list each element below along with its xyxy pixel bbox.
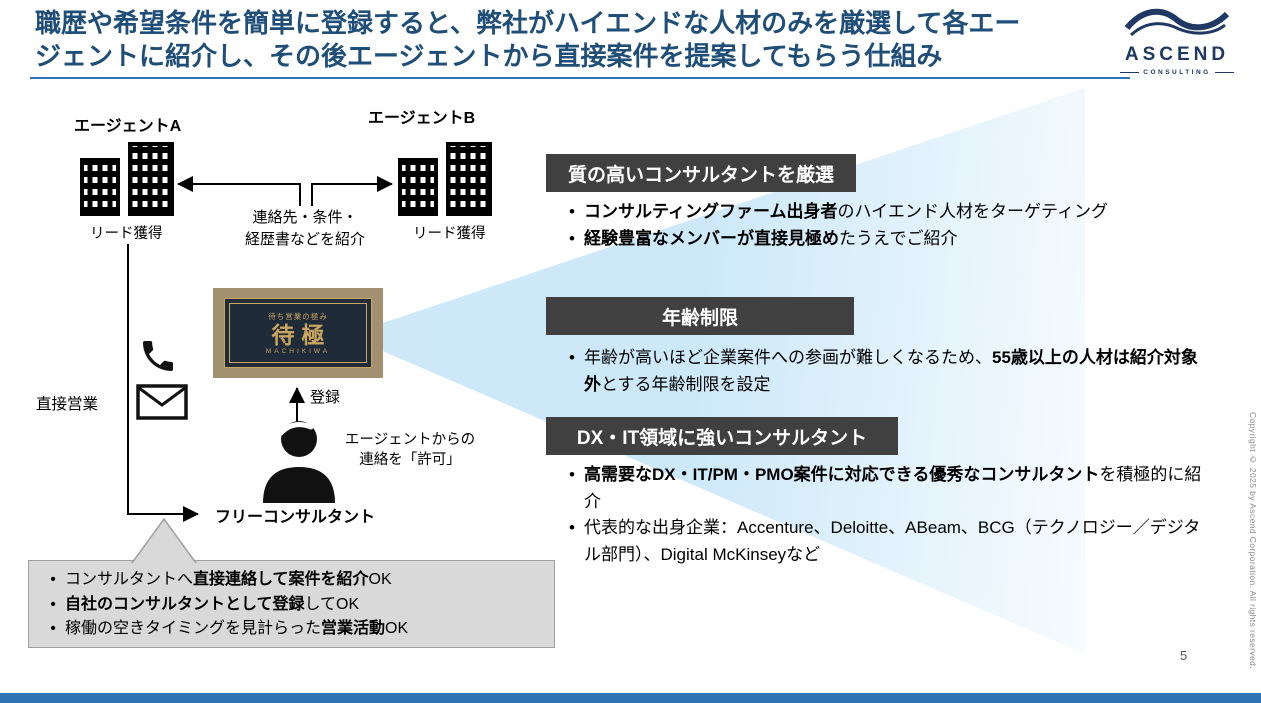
section-header-dx-it: DX・IT領域に強いコンサルタント [546, 417, 898, 455]
callout-text: コンサルタントへ直接連絡して案件を紹介OK [65, 568, 542, 593]
section-header-age-limit: 年齢制限 [546, 297, 854, 335]
text-run-bold: 直接連絡して案件を紹介 [193, 571, 369, 588]
callout-text: 稼働の空きタイミングを見計らった営業活動OK [65, 617, 542, 642]
bullet-marker: • [569, 228, 575, 248]
section-header-quality: 質の高いコンサルタントを厳選 [546, 154, 856, 192]
logo-tagline: CONSULTING [1143, 69, 1211, 76]
callout-item: • 自社のコンサルタントとして登録してOK [41, 593, 542, 618]
text-run: 稼働の空きタイミングを見計らった [65, 620, 322, 637]
bullet-marker: • [569, 202, 575, 221]
bullet-text: 代表的な出身企業：Accenture、Deloitte、ABeam、BCG（テク… [584, 515, 1210, 568]
bullet-text: コンサルティングファーム出身者のハイエンド人材をターゲティング [584, 199, 1208, 226]
bullet-marker: • [50, 571, 56, 588]
page-title-line1: 職歴や希望条件を簡単に登録すると、弊社がハイエンドな人材のみを厳選して各エー [35, 8, 1021, 38]
text-run-bold: 自社のコンサルタントとして登録 [65, 595, 305, 613]
agent-a-label: エージェントA [74, 118, 182, 135]
bottom-accent-bar [0, 693, 1261, 703]
lead-acquired-left-label: リード獲得 [90, 226, 163, 242]
lead-acquired-right-label: リード獲得 [413, 226, 486, 242]
envelope-icon [136, 384, 188, 420]
copyright-note: Copyright © 2025 by Ascend Corporation. … [1248, 411, 1258, 669]
building-a-icon [80, 142, 174, 216]
bullet-marker: • [50, 620, 56, 637]
text-run: のハイエンド人材をターゲティング [837, 202, 1108, 221]
bullet-text: 高需要なDX・IT/PM・PMO案件に対応できる優秀なコンサルタントを積極的に紹… [584, 462, 1210, 515]
callout-pointer [131, 517, 197, 564]
phone-icon [143, 341, 173, 371]
age-limit-bullet-list: • 年齢が高いほど企業案件への参画が難しくなるため、55歳以上の人材は紹介対象外… [560, 345, 1208, 398]
text-run-bold: コンサルティングファーム出身者 [584, 202, 838, 221]
intro-info-label: 連絡先・条件・ 経歴書などを紹介 [225, 207, 385, 251]
arrow-to-agent-a [177, 176, 301, 206]
register-label: 登録 [310, 389, 341, 406]
text-run: たうえでご紹介 [839, 228, 958, 248]
callout-box: • コンサルタントへ直接連絡して案件を紹介OK • 自社のコンサルタントとして登… [28, 560, 555, 648]
building-b-icon [398, 142, 492, 216]
text-run: OK [368, 571, 392, 588]
text-run: とする年齢制限を設定 [601, 374, 771, 394]
agent-b-label: エージェントB [368, 110, 476, 127]
text-run: コンサルタントへ [65, 571, 194, 588]
page-title-line2: ジェントに紹介し、その後エージェントから直接案件を提案してもらう仕組み [35, 41, 943, 71]
intro-info-line2: 経歴書などを紹介 [244, 231, 365, 248]
callout-item: • コンサルタントへ直接連絡して案件を紹介OK [41, 568, 542, 593]
bullet-item: • 代表的な出身企業：Accenture、Deloitte、ABeam、BCG（… [560, 515, 1210, 568]
machikiwa-tagline: 待ち営業の極み [268, 312, 328, 321]
arrow-to-agent-b [311, 176, 393, 206]
callout-item: • 稼働の空きタイミングを見計らった営業活動OK [41, 617, 542, 642]
freelancer-label: フリーコンサルタント [215, 509, 376, 526]
wave-icon [1124, 8, 1230, 37]
text-run-bold: 高需要なDX・IT/PM・PMO案件に対応できる優秀なコンサルタント [584, 465, 1100, 484]
agent-contact-permit-note: エージェントからの 連絡を「許可」 [330, 430, 490, 470]
machikiwa-brand: 待極 [271, 322, 332, 348]
callout-text: 自社のコンサルタントとして登録してOK [65, 593, 542, 618]
bullet-marker: • [569, 348, 575, 367]
bullet-item: • コンサルティングファーム出身者のハイエンド人材をターゲティング [560, 199, 1208, 226]
page-title: 職歴や希望条件を簡単に登録すると、弊社がハイエンドな人材のみを厳選して各エー ジ… [35, 7, 1120, 73]
dx-it-bullet-list: • 高需要なDX・IT/PM・PMO案件に対応できる優秀なコンサルタントを積極的… [560, 462, 1210, 568]
text-run: してOK [304, 595, 360, 613]
permit-line1: エージェントからの [344, 432, 476, 448]
bullet-text: 年齢が高いほど企業案件への参画が難しくなるため、55歳以上の人材は紹介対象外とす… [584, 345, 1208, 398]
logo-rule-right [1214, 72, 1234, 73]
consultant-person-icon [263, 421, 335, 503]
bullet-marker: • [569, 465, 575, 484]
text-run: 代表的な出身企業：Accenture、Deloitte、ABeam、BCG（テク… [584, 518, 1201, 564]
text-run: 年齢が高いほど企業案件への参画が難しくなるため、 [584, 348, 992, 367]
direct-sales-arrow [127, 244, 199, 522]
permit-line2: 連絡を「許可」 [359, 452, 461, 468]
direct-sales-label: 直接営業 [36, 396, 99, 413]
page-number: 5 [1180, 648, 1188, 663]
ascend-logo: ASCEND CONSULTING [1120, 4, 1234, 76]
machikiwa-card: 待ち営業の極み 待極 MACHIKIWA [213, 288, 383, 378]
title-underline [30, 77, 1130, 79]
machikiwa-romanized: MACHIKIWA [265, 348, 331, 355]
text-run-bold: 55歳以上の人材は紹介対象外 [584, 348, 1198, 394]
text-run-bold: 営業活動 [321, 620, 386, 637]
bullet-marker: • [50, 595, 56, 613]
logo-brand-name: ASCEND [1124, 44, 1230, 65]
bullet-item: • 経験豊富なメンバーが直接見極めたうえでご紹介 [560, 226, 1208, 253]
logo-tagline-row: CONSULTING [1120, 69, 1234, 76]
intro-info-line1: 連絡先・条件・ [252, 209, 358, 226]
bullet-item: • 年齢が高いほど企業案件への参画が難しくなるため、55歳以上の人材は紹介対象外… [560, 345, 1208, 398]
machikiwa-card-frame: 待ち営業の極み 待極 MACHIKIWA [224, 298, 372, 368]
bullet-text: 経験豊富なメンバーが直接見極めたうえでご紹介 [584, 226, 1208, 253]
quality-bullet-list: • コンサルティングファーム出身者のハイエンド人材をターゲティング • 経験豊富… [560, 199, 1208, 252]
text-run: を積極的に紹介 [584, 465, 1202, 511]
machikiwa-card-inner: 待ち営業の極み 待極 MACHIKIWA [229, 303, 367, 363]
bullet-marker: • [569, 518, 575, 537]
text-run: OK [385, 620, 409, 637]
text-run-bold: 経験豊富なメンバーが直接見極め [584, 228, 839, 248]
logo-rule-left [1120, 72, 1140, 73]
bullet-item: • 高需要なDX・IT/PM・PMO案件に対応できる優秀なコンサルタントを積極的… [560, 462, 1210, 515]
